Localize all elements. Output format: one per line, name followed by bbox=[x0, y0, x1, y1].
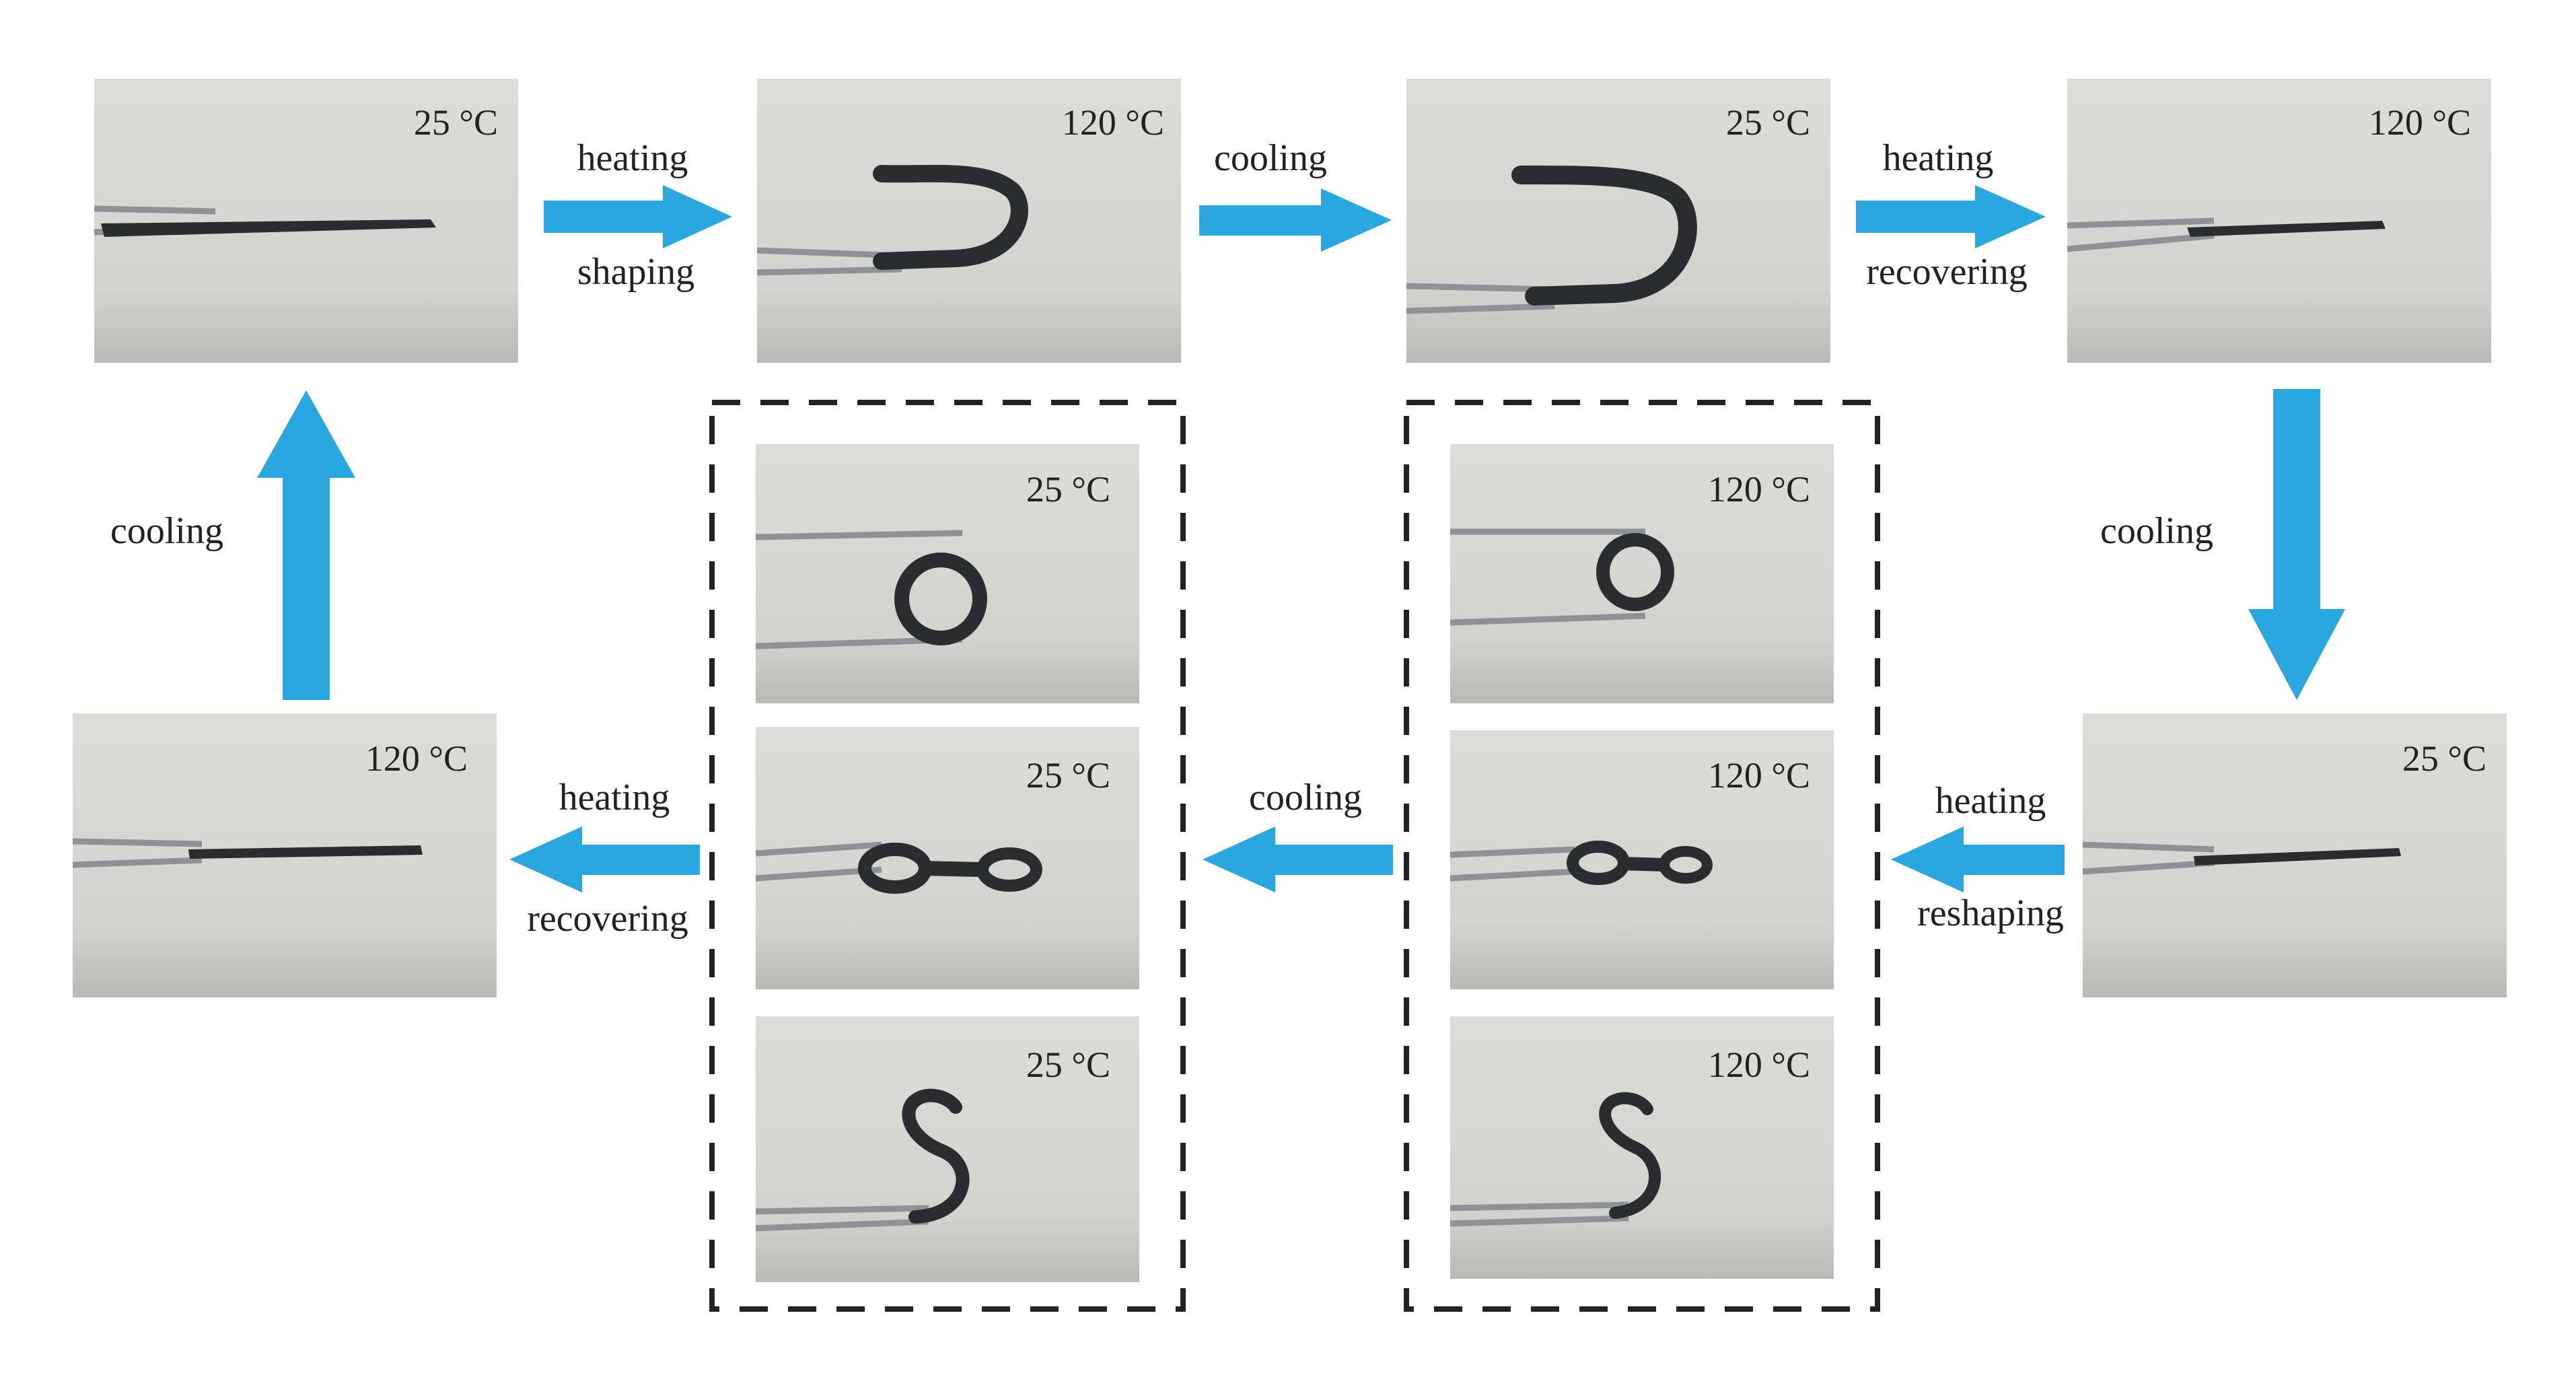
arrow-up-icon bbox=[257, 390, 355, 700]
arrow-label-heating: heating bbox=[577, 137, 688, 179]
photo-panel-recovered-120c: 120 °C bbox=[2067, 79, 2491, 363]
photo-panel-straight-25c-lower: 25 °C bbox=[2082, 713, 2507, 997]
temperature-label: 25 °C bbox=[1026, 469, 1110, 509]
arrow-left-icon bbox=[1203, 826, 1393, 892]
photo-panel-knot-25c: 25 °C bbox=[755, 727, 1139, 989]
arrow-label-reshaping: reshaping bbox=[1917, 892, 2064, 934]
photo-panel-straight-25c: 25 °C bbox=[94, 79, 518, 363]
temperature-label: 25 °C bbox=[414, 102, 498, 143]
dashed-group-fixed-shapes bbox=[709, 400, 1186, 1312]
photo-panel-s-shape-120c: 120 °C bbox=[1450, 1016, 1834, 1279]
photo-panel-s-shape-25c: 25 °C bbox=[755, 1016, 1139, 1282]
photo-panel-loop-120c: 120 °C bbox=[1450, 444, 1834, 703]
temperature-label: 25 °C bbox=[1026, 755, 1110, 796]
photo-panel-u-shape-25c: 25 °C bbox=[1406, 79, 1830, 363]
arrow-label-shaping: shaping bbox=[577, 251, 694, 293]
temperature-label: 25 °C bbox=[1726, 102, 1810, 143]
temperature-label: 120 °C bbox=[1708, 1045, 1810, 1085]
arrow-right-icon bbox=[544, 185, 732, 248]
arrow-label-heating: heating bbox=[1935, 780, 2046, 822]
temperature-label: 120 °C bbox=[2369, 102, 2471, 143]
photo-panel-straight-120c-lower: 120 °C bbox=[72, 713, 497, 997]
arrow-label-heating: heating bbox=[559, 777, 670, 818]
arrow-label-recovering: recovering bbox=[527, 898, 688, 940]
temperature-label: 25 °C bbox=[2402, 738, 2486, 779]
photo-panel-loop-25c: 25 °C bbox=[755, 444, 1139, 703]
photo-panel-knot-120c: 120 °C bbox=[1450, 730, 1834, 989]
arrow-right-icon bbox=[1856, 185, 2046, 248]
arrow-label-cooling: cooling bbox=[1249, 777, 1362, 818]
arrow-left-icon bbox=[509, 826, 700, 892]
arrow-label-recovering: recovering bbox=[1866, 251, 2027, 293]
temperature-label: 25 °C bbox=[1026, 1045, 1110, 1085]
arrow-label-cooling: cooling bbox=[110, 510, 223, 552]
arrow-label-cooling: cooling bbox=[2100, 510, 2213, 552]
arrow-label-heating: heating bbox=[1883, 137, 1994, 179]
temperature-label: 120 °C bbox=[1708, 469, 1810, 509]
arrow-down-icon bbox=[2248, 389, 2345, 700]
temperature-label: 120 °C bbox=[1708, 755, 1810, 796]
temperature-label: 120 °C bbox=[365, 738, 468, 779]
temperature-label: 120 °C bbox=[1062, 102, 1164, 143]
dashed-group-heated-shapes bbox=[1404, 400, 1880, 1312]
arrow-label-cooling: cooling bbox=[1214, 137, 1327, 179]
photo-panel-u-shape-120c: 120 °C bbox=[756, 79, 1181, 363]
arrow-left-icon bbox=[1891, 826, 2065, 892]
arrow-right-icon bbox=[1199, 188, 1392, 252]
